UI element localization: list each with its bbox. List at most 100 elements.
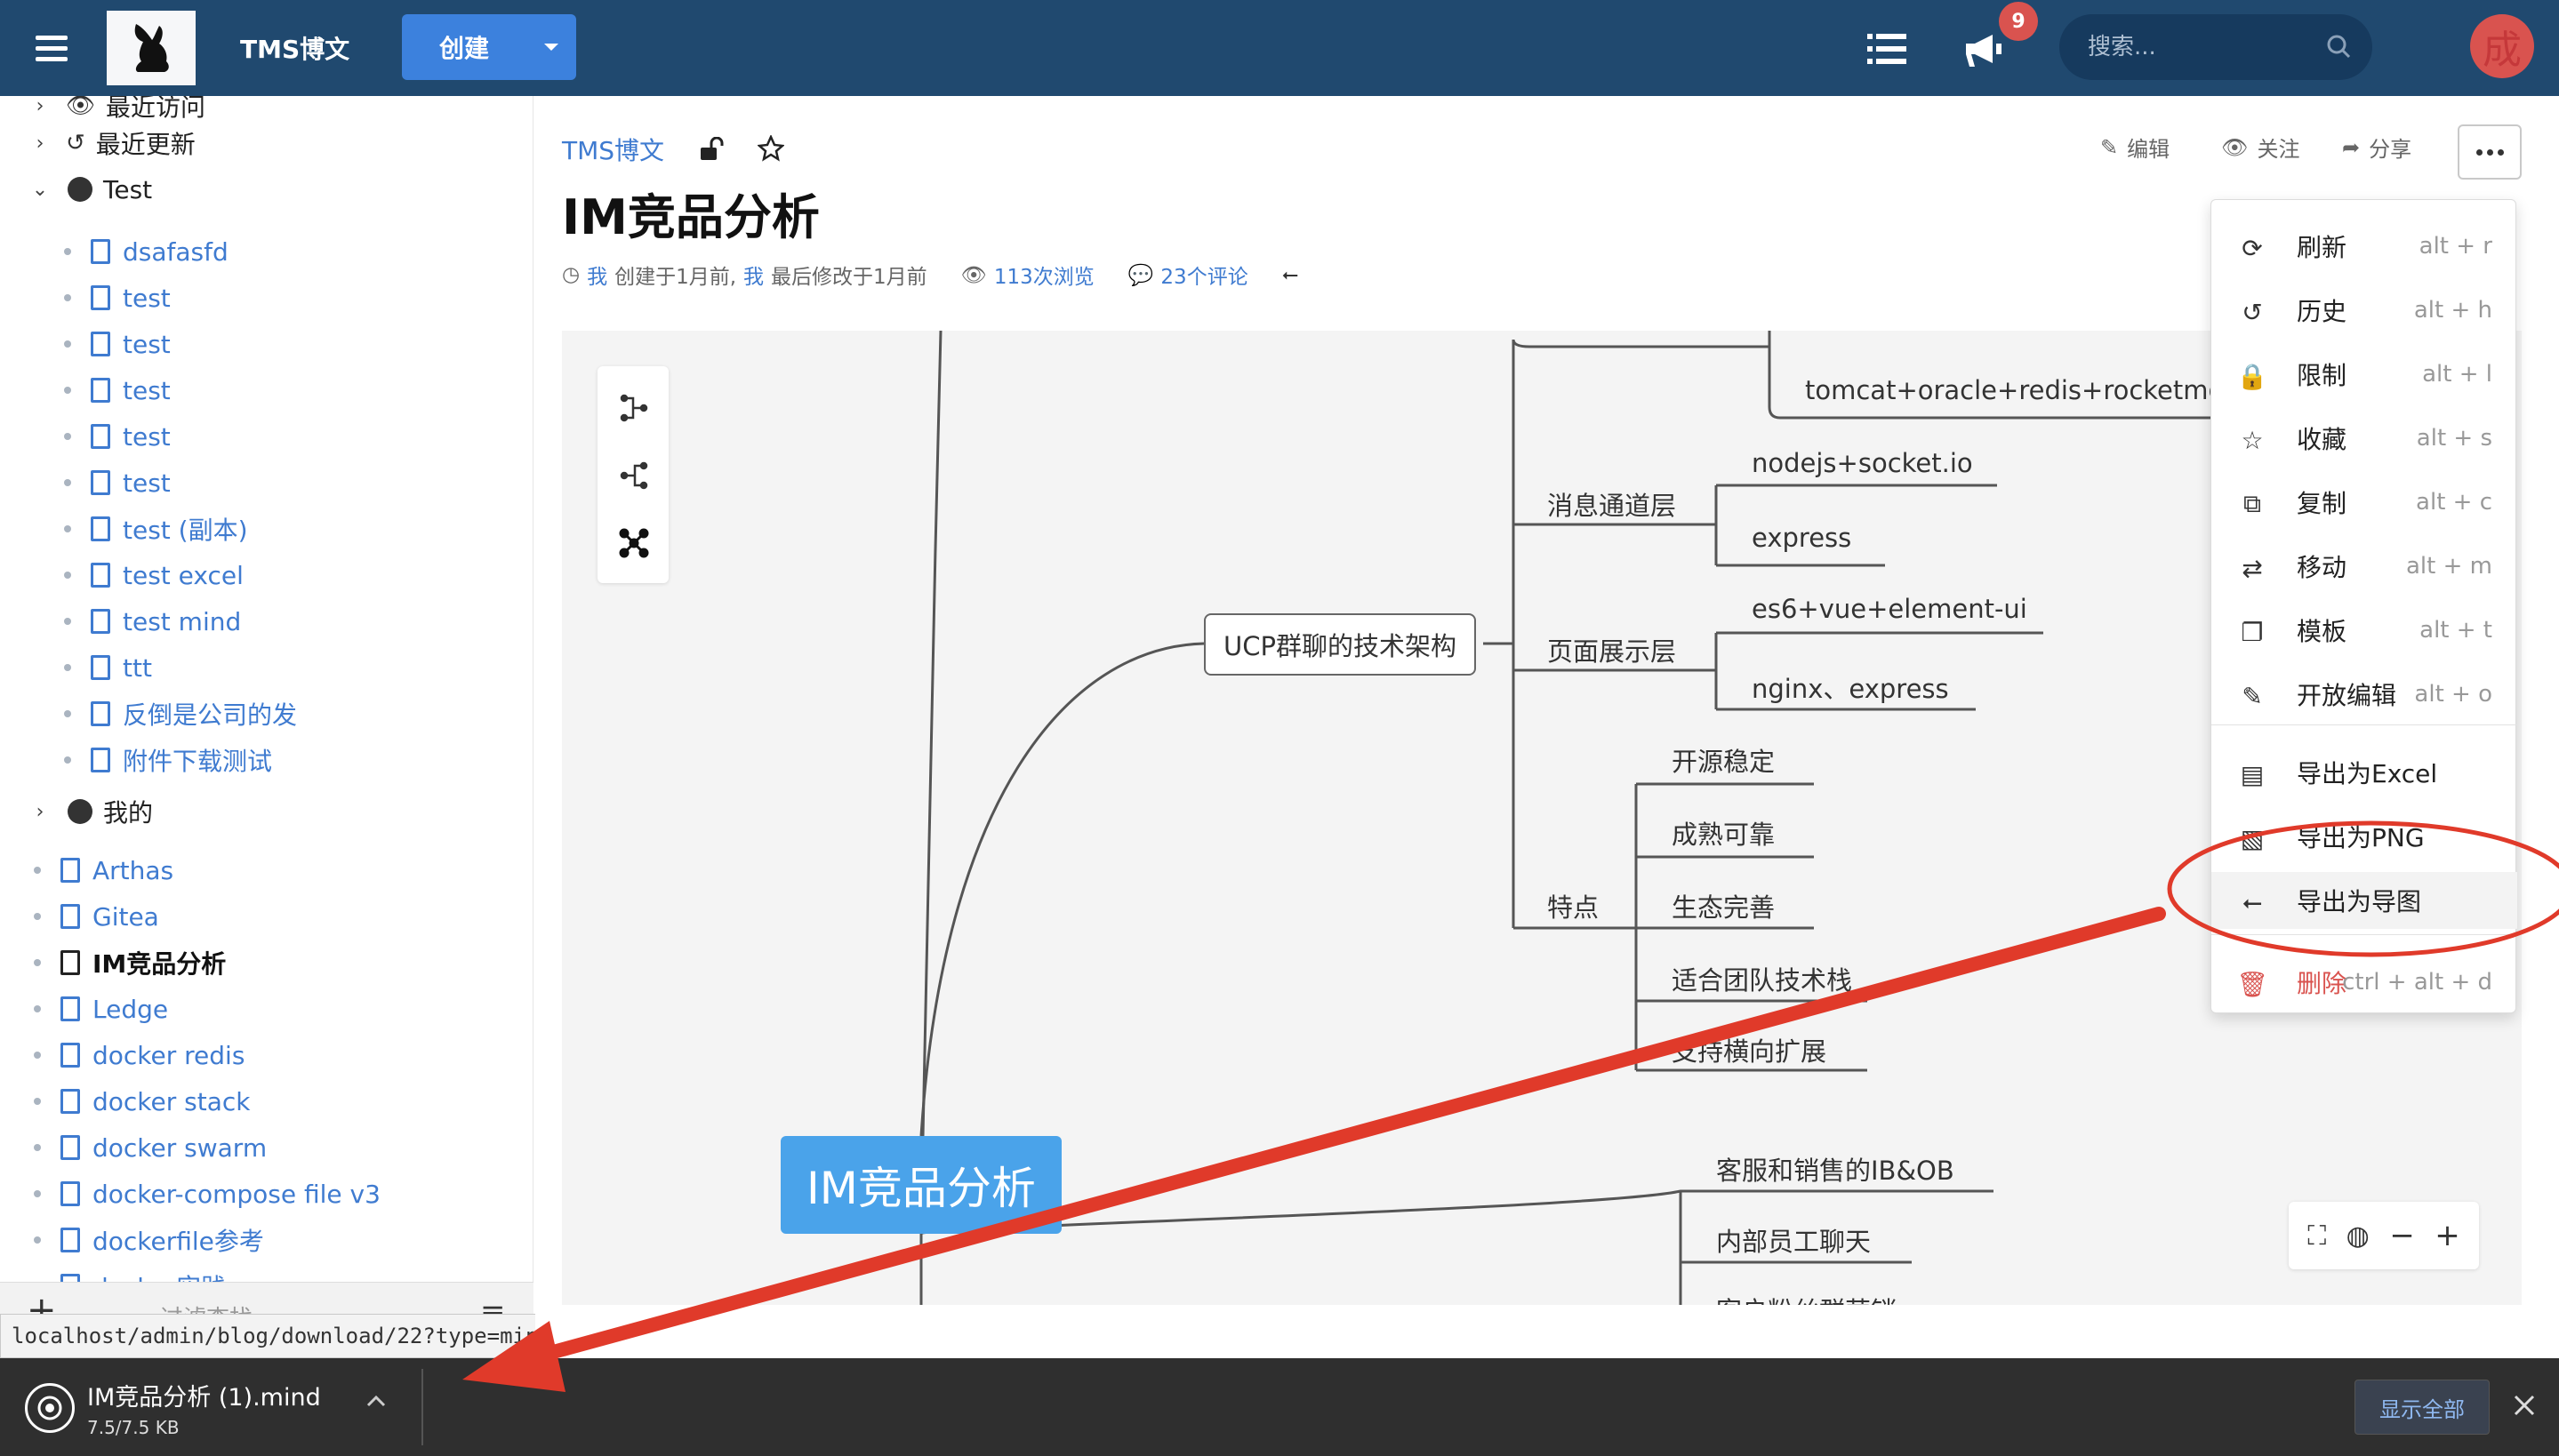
- dropdown-item-mindmap[interactable]: ⭠导出为导图: [2211, 872, 2517, 929]
- share-button[interactable]: ➦ 分享: [2342, 132, 2411, 163]
- sidebar-item-test-child[interactable]: test: [64, 460, 171, 505]
- sidebar-item-mine-child[interactable]: Ledge: [34, 987, 168, 1031]
- sidebar-item-test-child[interactable]: test mind: [64, 599, 241, 644]
- rabbit-logo-icon[interactable]: [107, 11, 196, 85]
- mindmap-root-node[interactable]: IM竞品分析: [781, 1136, 1062, 1234]
- list-icon[interactable]: [1862, 27, 1912, 71]
- sidebar-item-mine[interactable]: › 我的: [27, 789, 153, 834]
- dropdown-item-excel[interactable]: ▤导出为Excel: [2211, 744, 2517, 801]
- chevron-up-icon[interactable]: [366, 1394, 386, 1411]
- zoom-in-icon[interactable]: +: [2435, 1218, 2460, 1253]
- mindmap-node-f1[interactable]: 开源稳定: [1672, 747, 1776, 777]
- dropdown-item-image[interactable]: ▧导出为PNG: [2211, 808, 2517, 865]
- mindmap-node-f4[interactable]: 适合团队技术栈: [1672, 965, 1853, 996]
- sidebar-item-mine-child[interactable]: dockerfile参考: [34, 1218, 264, 1262]
- sidebar-item-test-child[interactable]: dsafasfd: [64, 229, 229, 274]
- sidebar-item-test-child[interactable]: test: [64, 368, 171, 412]
- chevron-right-icon[interactable]: ›: [36, 132, 44, 155]
- mindmap-node-ucp[interactable]: UCP群聊的技术架构: [1204, 613, 1476, 676]
- bullet-dot: [64, 294, 71, 301]
- breadcrumb[interactable]: TMS博文: [562, 136, 665, 165]
- more-actions-button[interactable]: [2458, 124, 2522, 180]
- mindmap-node-f2[interactable]: 成熟可靠: [1672, 820, 1776, 850]
- layout-right-icon[interactable]: [619, 393, 649, 427]
- follow-button[interactable]: 👁 关注: [2221, 132, 2299, 163]
- sidebar-item-test-child[interactable]: test (副本): [64, 507, 248, 551]
- sidebar-item-test-child[interactable]: test: [64, 322, 171, 366]
- sidebar-item-mine-child[interactable]: docker-compose file v3: [34, 1172, 381, 1216]
- sidebar-item-mine-child[interactable]: docker swarm: [34, 1125, 267, 1170]
- mindmap-node-features[interactable]: 特点: [1547, 892, 1600, 923]
- mindmap-node-nodejs[interactable]: nodejs+socket.io: [1752, 448, 1973, 478]
- chevron-right-icon[interactable]: ›: [36, 96, 44, 117]
- unlock-icon[interactable]: [699, 136, 726, 165]
- download-filename[interactable]: IM竞品分析 (1).mind: [87, 1384, 321, 1412]
- sidebar-item-mine-child[interactable]: Arthas: [34, 848, 173, 892]
- layout-tree-icon[interactable]: [619, 460, 649, 494]
- create-button[interactable]: 创建: [402, 14, 576, 80]
- sidebar-item-test-child[interactable]: 反倒是公司的发: [64, 692, 297, 736]
- caret-down-icon[interactable]: [544, 44, 558, 51]
- sidebar-item-label: Arthas: [92, 855, 174, 885]
- sidebar-item-mine-child[interactable]: IM竞品分析: [34, 940, 226, 985]
- sidebar-item-test[interactable]: ⌄ Test: [27, 167, 152, 212]
- mindmap-node-nginx[interactable]: nginx、express: [1752, 674, 1949, 704]
- sidebar-item-test-child[interactable]: 附件下载测试: [64, 738, 272, 782]
- mindmap-node-tomcat[interactable]: tomcat+oracle+redis+rocketmq: [1805, 375, 2225, 405]
- megaphone-icon[interactable]: [1956, 25, 2009, 75]
- mindmap-node-msg-layer[interactable]: 消息通道层: [1547, 491, 1677, 521]
- sidebar-item-test-child[interactable]: test excel: [64, 553, 244, 597]
- locate-icon[interactable]: ◍: [2346, 1220, 2370, 1252]
- sidebar-item-label: docker-compose file v3: [92, 1179, 381, 1209]
- document-icon: [91, 516, 110, 541]
- mindmap-node-express[interactable]: express: [1752, 523, 1852, 553]
- sidebar-item-test-child[interactable]: test: [64, 276, 171, 320]
- search-icon[interactable]: [2326, 34, 2351, 62]
- file-icon[interactable]: [25, 1383, 75, 1433]
- show-all-downloads-button[interactable]: 显示全部: [2354, 1380, 2490, 1435]
- modifier-link[interactable]: 我: [743, 266, 765, 289]
- chevron-right-icon[interactable]: ›: [36, 800, 44, 823]
- comments-link[interactable]: 23个评论: [1160, 266, 1248, 289]
- user-avatar[interactable]: 成: [2470, 14, 2534, 78]
- mindmap-node-s3[interactable]: 客户粉丝群营销: [1716, 1291, 1897, 1305]
- mindmap-node-s2[interactable]: 内部员工聊天: [1716, 1227, 1872, 1257]
- chevron-down-icon[interactable]: ⌄: [31, 178, 49, 201]
- sidebar-item-test-child[interactable]: ttt: [64, 645, 152, 690]
- sidebar-item-mine-child[interactable]: docker redis: [34, 1033, 245, 1077]
- star-icon[interactable]: [757, 133, 785, 165]
- edit-button[interactable]: ✎ 编辑: [2100, 132, 2170, 163]
- mindmap-node-page-layer[interactable]: 页面展示层: [1547, 636, 1677, 667]
- sidebar-item-test-child[interactable]: test: [64, 414, 171, 459]
- sidebar-item-recent-updates[interactable]: › ↺ 最近更新: [27, 121, 196, 165]
- brand-name[interactable]: TMS博文: [240, 35, 350, 64]
- sidebar-item-recent-visits[interactable]: › 👁 最近访问: [27, 96, 205, 128]
- sidebar-item-mine-child[interactable]: docker stack: [34, 1079, 251, 1124]
- creator-link[interactable]: 我: [587, 266, 608, 289]
- dropdown-item-label: 模板: [2297, 617, 2347, 646]
- mindmap-node-f5[interactable]: 支持横向扩展: [1672, 1036, 1827, 1067]
- menu-toggle-button[interactable]: [25, 21, 78, 75]
- top-navbar: TMS博文 创建 9 成: [0, 0, 2559, 96]
- layout-radial-icon[interactable]: [619, 528, 649, 562]
- bullet-dot: [64, 572, 71, 579]
- sidebar-item-mine-child[interactable]: Gitea: [34, 894, 159, 939]
- sidebar-item-label: 我的: [103, 798, 154, 828]
- mindmap-node-es6[interactable]: es6+vue+element-ui: [1752, 594, 2027, 624]
- zoom-out-icon[interactable]: −: [2389, 1218, 2415, 1253]
- close-icon[interactable]: [2513, 1394, 2536, 1420]
- mindmap-node-s1[interactable]: 客服和销售的IB&OB: [1716, 1156, 1954, 1186]
- fullscreen-icon[interactable]: ⛶: [2307, 1220, 2327, 1252]
- search-input[interactable]: [2088, 34, 2319, 60]
- search-box[interactable]: [2059, 14, 2372, 80]
- mindmap-node-f3[interactable]: 生态完善: [1672, 892, 1776, 923]
